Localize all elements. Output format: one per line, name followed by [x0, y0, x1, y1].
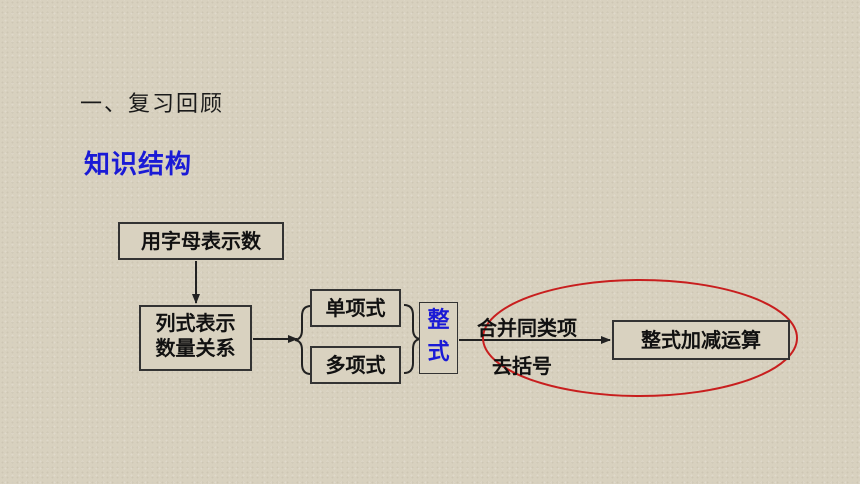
knowledge-structure-title: 知识结构 [84, 150, 193, 180]
node-letters-for-numbers: 用字母表示数 [118, 222, 284, 260]
node-integral-line2: 式 [427, 340, 450, 365]
node-add-subtract-operations: 整式加减运算 [612, 320, 790, 360]
node-expr-line1: 列式表示 [155, 311, 236, 335]
section-title: 一、复习回顾 [80, 92, 225, 117]
node-expr-line2: 数量关系 [155, 336, 236, 360]
edge-label-remove-brackets: 去括号 [492, 354, 552, 378]
highlight-ellipse [482, 279, 798, 397]
node-integral-line1: 整 [427, 308, 450, 333]
node-expressing-quantity-relations: 列式表示 数量关系 [139, 305, 252, 371]
node-polynomial: 多项式 [310, 346, 401, 384]
node-integral-expression: 整 式 [419, 302, 458, 374]
node-monomial: 单项式 [310, 289, 401, 327]
edge-label-combine-like-terms: 合并同类项 [477, 316, 577, 340]
right-brace [403, 304, 421, 374]
left-brace [294, 305, 312, 375]
